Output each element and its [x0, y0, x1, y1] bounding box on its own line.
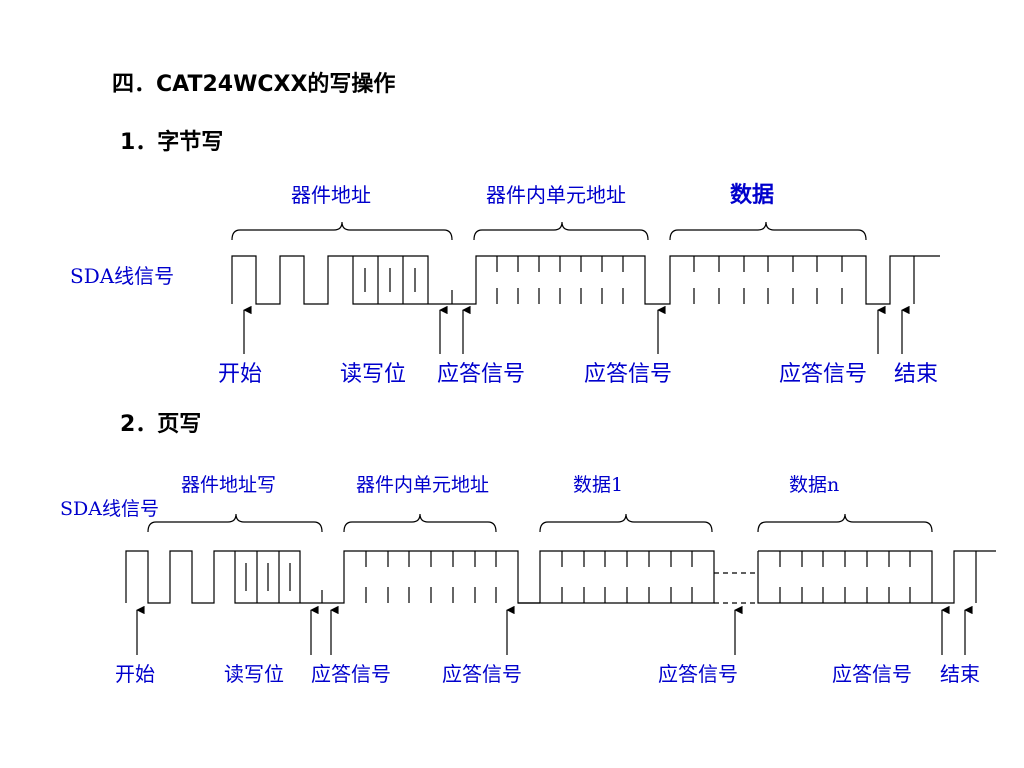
s2-label-ack-1: 应答信号 [311, 662, 391, 686]
s2-signal-label: SDA线信号 [60, 498, 159, 520]
s1-group-data: 数据 [730, 182, 775, 208]
s2-unit-address-ticks [365, 551, 497, 603]
s1-group-device-address: 器件地址 [291, 183, 371, 207]
s1-label-start: 开始 [218, 362, 263, 387]
s1-brace-data [669, 221, 867, 241]
s2-group-device-address-write: 器件地址写 [181, 474, 277, 496]
s2-brace-data-n [757, 513, 933, 533]
s1-sda-waveform [231, 255, 940, 305]
s1-data-ticks [693, 256, 843, 304]
page-title: 四．CAT24WCXX的写操作 [112, 72, 396, 97]
s1-label-stop: 结束 [894, 362, 939, 387]
s2-group-data-1: 数据1 [573, 474, 624, 496]
s1-label-rw-bit: 读写位 [340, 362, 407, 387]
s2-label-ack-3: 应答信号 [658, 662, 738, 686]
s1-label-ack-3: 应答信号 [779, 362, 868, 387]
s2-brace-device-address-write [147, 513, 323, 533]
s2-label-ack-2: 应答信号 [442, 662, 522, 686]
s1-unit-address-ticks [496, 256, 624, 304]
s1-signal-label: SDA线信号 [70, 264, 175, 288]
s2-brace-data-1 [539, 513, 713, 533]
s2-label-start: 开始 [115, 662, 155, 686]
s2-group-unit-address: 器件内单元地址 [356, 474, 490, 496]
s1-group-unit-address: 器件内单元地址 [486, 183, 626, 207]
s2-brace-unit-address [343, 513, 497, 533]
s2-data-n-ticks [779, 551, 911, 603]
s2-label-stop: 结束 [940, 662, 980, 686]
s1-brace-device-address [231, 221, 453, 241]
s2-label-rw-bit: 读写位 [224, 662, 284, 686]
s1-label-ack-1: 应答信号 [437, 362, 526, 387]
s1-brace-unit-address [473, 221, 649, 241]
s1-label-ack-2: 应答信号 [584, 362, 673, 387]
section1-heading: 1．字节写 [120, 130, 224, 155]
s2-data-1-ticks [561, 551, 693, 603]
s2-group-data-n: 数据n [789, 474, 840, 496]
section2-heading: 2．页写 [120, 412, 202, 437]
s2-label-ack-4: 应答信号 [832, 662, 912, 686]
